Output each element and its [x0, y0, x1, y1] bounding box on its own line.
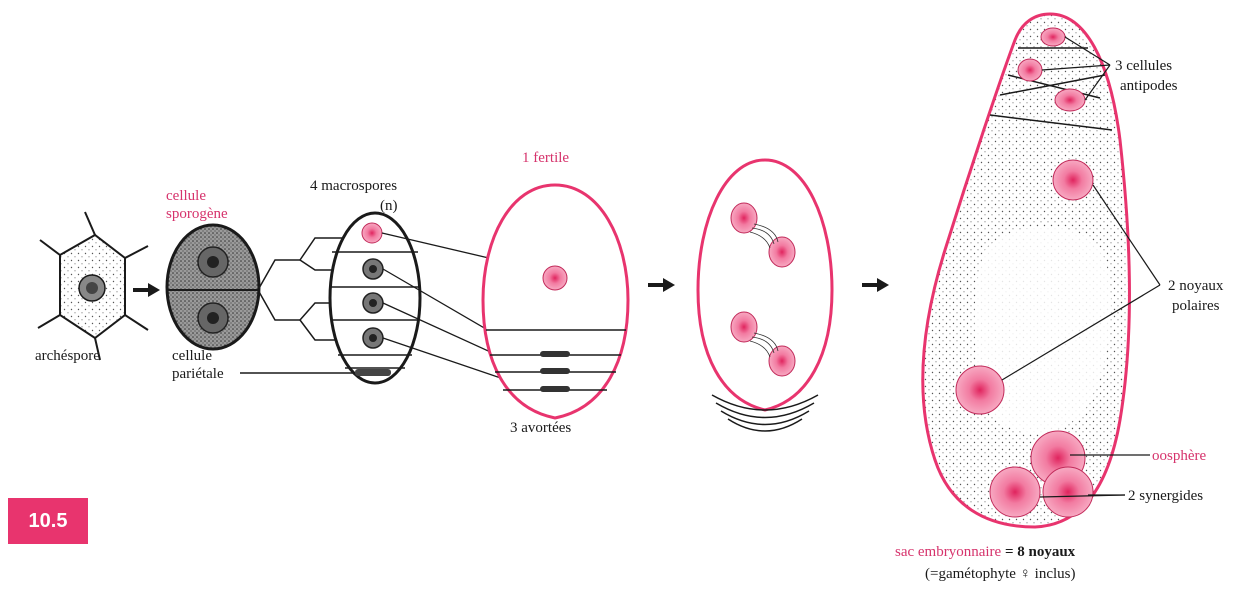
- label-synergides: 2 synergides: [1128, 488, 1203, 504]
- caption-sac: sac embryonnaire = 8 noyaux: [895, 544, 1076, 560]
- caption-sac-name: sac embryonnaire: [895, 544, 1002, 560]
- figure-number-badge: 10.5: [8, 498, 88, 544]
- label-polaires: polaires: [1172, 298, 1220, 314]
- sporogenous-cell: [167, 225, 259, 349]
- arrow-icon: [133, 283, 160, 297]
- label-cellule-parietale: cellule: [172, 348, 212, 364]
- label-antipodes-count: 3 cellules: [1115, 58, 1172, 74]
- arrow-icon: [648, 278, 675, 292]
- embryo-sac: [923, 14, 1130, 527]
- label-antipodes: antipodes: [1120, 78, 1178, 94]
- fertile-megaspore: [483, 185, 628, 418]
- label-noyaux: 2 noyaux: [1168, 278, 1224, 294]
- label-oosphere: oosphère: [1152, 448, 1206, 464]
- label-parietale: pariétale: [172, 366, 224, 382]
- label-macrospores: 4 macrospores: [310, 178, 397, 194]
- arrow-icon: [862, 278, 889, 292]
- dividing-megaspore: [698, 160, 832, 431]
- label-avortees: 3 avortées: [510, 420, 571, 436]
- label-cellule-sporogene: cellule: [166, 188, 206, 204]
- label-sporogene: sporogène: [166, 206, 228, 222]
- label-haploid: (n): [380, 198, 398, 214]
- label-fertile: 1 fertile: [522, 150, 569, 166]
- caption-sac-count: = 8 noyaux: [1001, 544, 1075, 560]
- archespore-cell: [38, 212, 148, 360]
- label-archespore: archéspore: [35, 348, 100, 364]
- caption-gametophyte: (=gamétophyte ♀ inclus): [925, 566, 1076, 582]
